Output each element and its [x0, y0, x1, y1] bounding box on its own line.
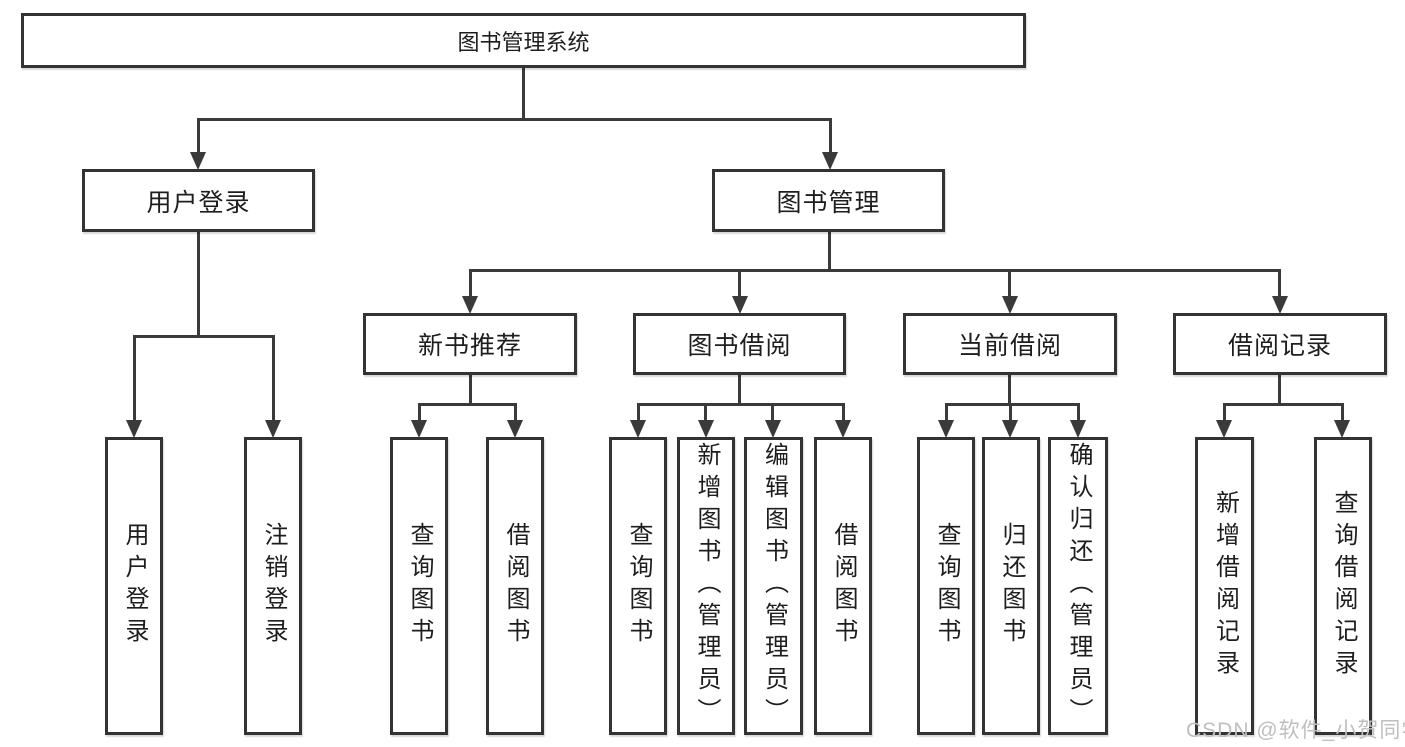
connector-line: [704, 403, 707, 422]
arrow-down-icon: [1216, 420, 1232, 438]
arrow-down-icon: [265, 420, 281, 438]
arrow-down-icon: [765, 420, 781, 438]
leaf-borrow-books-1: 借阅图书: [486, 437, 544, 735]
connector-line: [738, 269, 741, 297]
connector-line: [418, 403, 517, 406]
connector-line: [637, 403, 845, 406]
connector-line: [1009, 403, 1012, 422]
connector-line: [637, 403, 640, 422]
connector-line: [197, 118, 832, 121]
leaf-return-books: 归还图书: [982, 437, 1040, 735]
connector-line: [842, 403, 845, 422]
connector-line: [133, 335, 136, 421]
connector-line: [514, 403, 517, 422]
connector-line: [197, 118, 200, 154]
leaf-query-books-2: 查询图书: [609, 437, 667, 735]
connector-line: [469, 269, 1281, 272]
node-current-borrow: 当前借阅: [903, 313, 1117, 375]
connector-line: [829, 118, 832, 154]
arrow-down-icon: [126, 420, 142, 438]
connector-line: [133, 335, 275, 338]
node-user-login: 用户登录: [82, 169, 315, 232]
leaf-query-books-1: 查询图书: [390, 437, 448, 735]
arrow-down-icon: [462, 296, 478, 314]
connector-line: [1341, 403, 1344, 422]
arrow-down-icon: [507, 420, 523, 438]
leaf-add-books-admin: 新增图书（管理员）: [677, 437, 735, 735]
leaf-edit-books-admin: 编辑图书（管理员）: [744, 437, 803, 735]
csdn-watermark: CSDN @软件_小贺同学: [1186, 719, 1405, 742]
connector-line: [771, 403, 774, 422]
arrow-down-icon: [630, 420, 646, 438]
node-borrow-records: 借阅记录: [1173, 313, 1387, 375]
node-root-library-system: 图书管理系统: [21, 13, 1026, 68]
node-book-borrow: 图书借阅: [633, 313, 846, 375]
arrow-down-icon: [822, 152, 838, 170]
leaf-borrow-books-2: 借阅图书: [814, 437, 872, 735]
arrow-down-icon: [732, 296, 748, 314]
leaf-query-borrow-record: 查询借阅记录: [1314, 437, 1372, 735]
leaf-query-books-3: 查询图书: [917, 437, 975, 735]
arrow-down-icon: [835, 420, 851, 438]
arrow-down-icon: [1002, 296, 1018, 314]
leaf-logout: 注销登录: [244, 437, 302, 735]
connector-line: [1008, 375, 1011, 405]
node-book-management: 图书管理: [712, 169, 945, 232]
arrow-down-icon: [1002, 420, 1018, 438]
arrow-down-icon: [1334, 420, 1350, 438]
leaf-user-login: 用户登录: [105, 437, 163, 735]
connector-line: [197, 232, 200, 338]
connector-line: [469, 375, 472, 405]
connector-line: [522, 68, 525, 119]
connector-line: [828, 232, 831, 271]
connector-line: [418, 403, 421, 422]
connector-line: [1223, 403, 1226, 422]
connector-line: [1077, 403, 1080, 422]
connector-line: [1278, 269, 1281, 297]
leaf-confirm-return-admin: 确认归还（管理员）: [1048, 437, 1108, 735]
connector-line: [1008, 269, 1011, 297]
arrow-down-icon: [411, 420, 427, 438]
arrow-down-icon: [1070, 420, 1086, 438]
arrow-down-icon: [1272, 296, 1288, 314]
connector-line: [945, 403, 1080, 406]
node-new-book-recommend: 新书推荐: [363, 313, 577, 375]
connector-line: [945, 403, 948, 422]
connector-line: [1223, 403, 1344, 406]
leaf-add-borrow-record: 新增借阅记录: [1195, 437, 1254, 735]
connector-line: [272, 335, 275, 421]
connector-line: [1278, 375, 1281, 405]
connector-line: [738, 375, 741, 405]
connector-line: [469, 269, 472, 297]
arrow-down-icon: [190, 152, 206, 170]
arrow-down-icon: [698, 420, 714, 438]
arrow-down-icon: [938, 420, 954, 438]
